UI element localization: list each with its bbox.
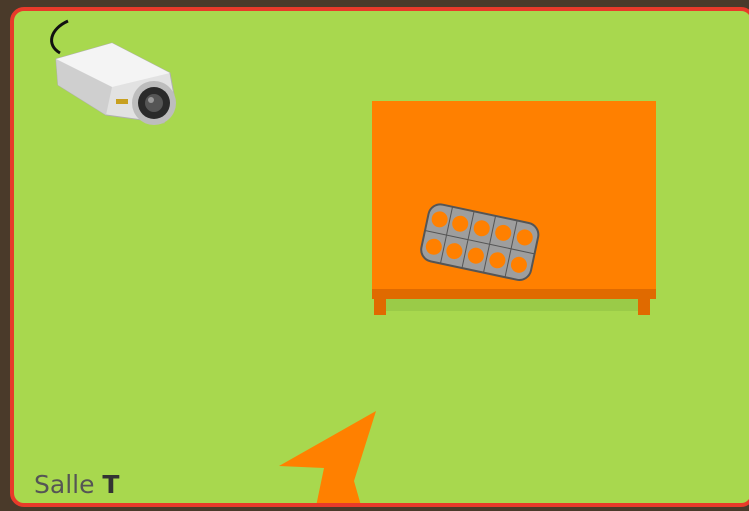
room-label: Salle T	[34, 470, 119, 499]
room-label-letter: T	[102, 470, 119, 499]
room-label-prefix: Salle	[34, 470, 94, 499]
arrow-up-icon[interactable]	[259, 406, 389, 507]
security-camera-icon[interactable]	[42, 15, 182, 140]
room-floor: Salle T	[10, 7, 749, 507]
pill-blister-pack[interactable]	[412, 191, 547, 291]
